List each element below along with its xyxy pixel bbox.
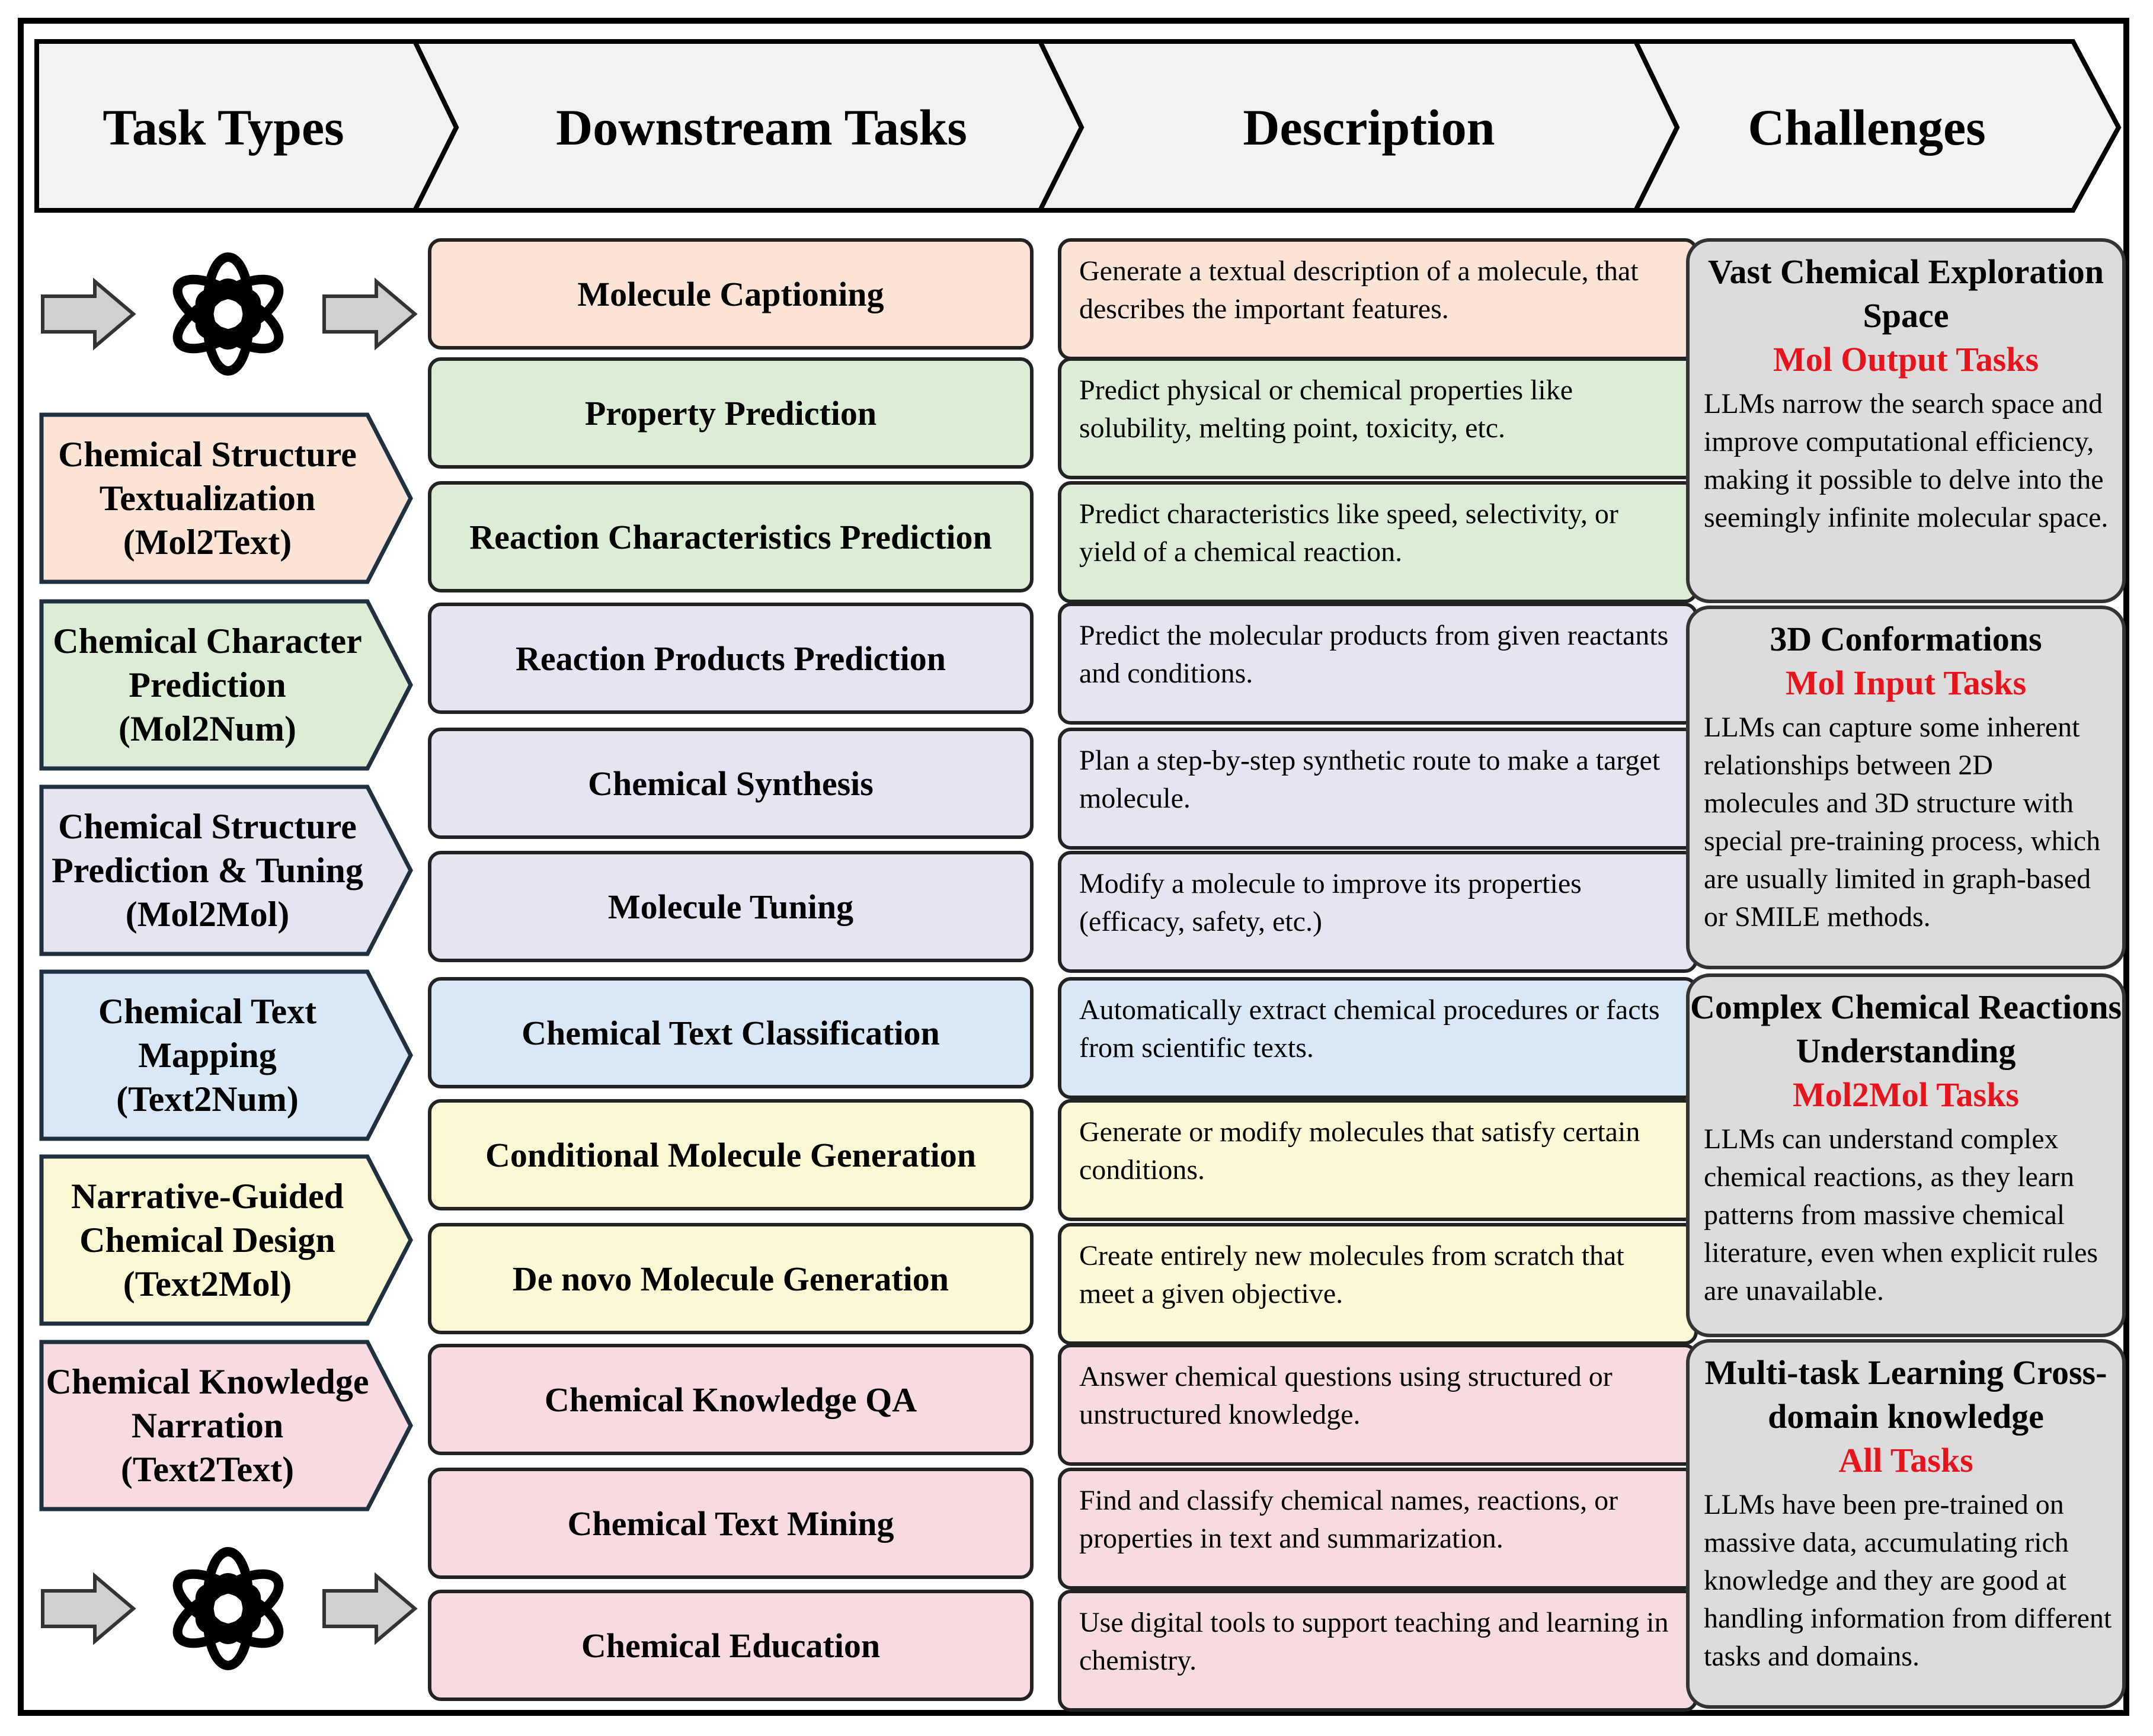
- task-types-column: [39, 252, 418, 1670]
- task-description-box: Generate a textual description of a mole…: [1058, 238, 1698, 360]
- task-type-line: Narrative-Guided: [71, 1177, 344, 1216]
- task-type-chevron: [39, 599, 413, 771]
- challenge-text: LLMs can understand complex chemical rea…: [1704, 1123, 2098, 1306]
- downstream-task-box: Chemical Education: [428, 1590, 1034, 1701]
- task-type-line: (Mol2Text): [123, 523, 292, 562]
- challenge-text: LLMs have been pre-trained on massive da…: [1704, 1489, 2112, 1672]
- task-description-box: Create entirely new molecules from scrat…: [1058, 1223, 1698, 1345]
- downstream-task-box: Reaction Products Prediction: [428, 603, 1034, 714]
- challenge-title: Multi-task Learning Cross-domain knowled…: [1704, 1353, 2107, 1436]
- task-type-line: Chemical Structure: [58, 807, 357, 846]
- challenge-text: LLMs narrow the search space and improve…: [1704, 388, 2109, 533]
- task-type-line: Chemical Structure: [58, 435, 357, 474]
- task-type-chevron: [39, 969, 413, 1141]
- challenge-task-scope: Mol Input Tasks: [1785, 664, 2027, 702]
- task-type-line: Chemical Design: [79, 1221, 335, 1260]
- downstream-task-box: Chemical Text Classification: [428, 977, 1034, 1088]
- header-chevron-challenges: [1631, 39, 2122, 213]
- task-type-line: Prediction: [129, 665, 286, 704]
- downstream-task-box: Chemical Synthesis: [428, 728, 1034, 839]
- task-type-line: (Mol2Mol): [125, 895, 290, 934]
- header-downstream-tasks: Downstream Tasks: [556, 99, 967, 156]
- right-arrow-icon: [322, 277, 418, 351]
- task-description-box: Answer chemical questions using structur…: [1058, 1344, 1698, 1466]
- task-type-line: Chemical Knowledge: [46, 1362, 369, 1401]
- challenge-title: Vast Chemical Exploration Space: [1707, 252, 2104, 335]
- challenge-box: Multi-task Learning Cross-domain knowled…: [1686, 1339, 2126, 1709]
- task-description-box: Automatically extract chemical procedure…: [1058, 977, 1698, 1099]
- downstream-task-box: Chemical Text Mining: [428, 1468, 1034, 1579]
- challenge-title: 3D Conformations: [1770, 620, 2042, 658]
- task-type-line: Mapping: [138, 1036, 277, 1075]
- task-description-box: Generate or modify molecules that satisf…: [1058, 1099, 1698, 1221]
- task-type-line: Textualization: [99, 479, 316, 518]
- downstream-task-box: De novo Molecule Generation: [428, 1223, 1034, 1334]
- downstream-task-box: Molecule Tuning: [428, 851, 1034, 962]
- downstream-task-box: Chemical Knowledge QA: [428, 1344, 1034, 1455]
- task-description-box: Modify a molecule to improve its propert…: [1058, 851, 1698, 973]
- right-arrow-icon: [41, 1572, 136, 1645]
- challenge-task-scope: All Tasks: [1838, 1441, 1973, 1479]
- header-task-types: Task Types: [103, 99, 344, 156]
- task-description-box: Predict physical or chemical properties …: [1058, 357, 1698, 479]
- challenge-task-scope: Mol Output Tasks: [1773, 340, 2039, 379]
- task-type-chevron: [39, 412, 413, 584]
- openai-logo-icon: [172, 1547, 284, 1670]
- task-type-line: Narration: [131, 1406, 284, 1445]
- challenge-title: Complex Chemical Reactions Understanding: [1690, 988, 2122, 1070]
- downstream-task-box: Molecule Captioning: [428, 238, 1034, 350]
- downstream-task-box: Reaction Characteristics Prediction: [428, 481, 1034, 592]
- downstream-task-box: Property Prediction: [428, 357, 1034, 469]
- task-type-line: Prediction & Tuning: [52, 851, 363, 890]
- right-arrow-icon: [322, 1572, 418, 1645]
- task-description-box: Use digital tools to support teaching an…: [1058, 1590, 1698, 1712]
- task-type-line: Chemical Text: [98, 992, 317, 1031]
- task-type-line: Chemical Character: [53, 622, 362, 661]
- task-type-line: (Text2Mol): [123, 1264, 292, 1303]
- task-description-box: Find and classify chemical names, reacti…: [1058, 1468, 1698, 1590]
- challenge-box: Complex Chemical Reactions Understanding…: [1686, 973, 2126, 1337]
- challenge-task-scope: Mol2Mol Tasks: [1793, 1075, 2019, 1114]
- task-type-chevron: [39, 1340, 413, 1511]
- downstream-task-box: Conditional Molecule Generation: [428, 1099, 1034, 1210]
- task-type-line: (Text2Text): [120, 1450, 295, 1489]
- challenge-text: LLMs can capture some inherent relations…: [1704, 712, 2101, 933]
- task-type-line: (Mol2Num): [119, 709, 296, 748]
- task-description-box: Predict the molecular products from give…: [1058, 603, 1698, 725]
- header-challenges: Challenges: [1748, 99, 1986, 156]
- openai-logo-icon: [172, 252, 284, 376]
- header-description: Description: [1243, 99, 1495, 156]
- figure-frame: [18, 18, 2129, 1716]
- task-type-chevron: [39, 1154, 413, 1326]
- right-arrow-icon: [41, 277, 136, 351]
- task-type-chevron: [39, 784, 413, 956]
- task-description-box: Predict characteristics like speed, sele…: [1058, 481, 1698, 603]
- task-type-line: (Text2Num): [116, 1080, 299, 1119]
- task-description-box: Plan a step-by-step synthetic route to m…: [1058, 728, 1698, 850]
